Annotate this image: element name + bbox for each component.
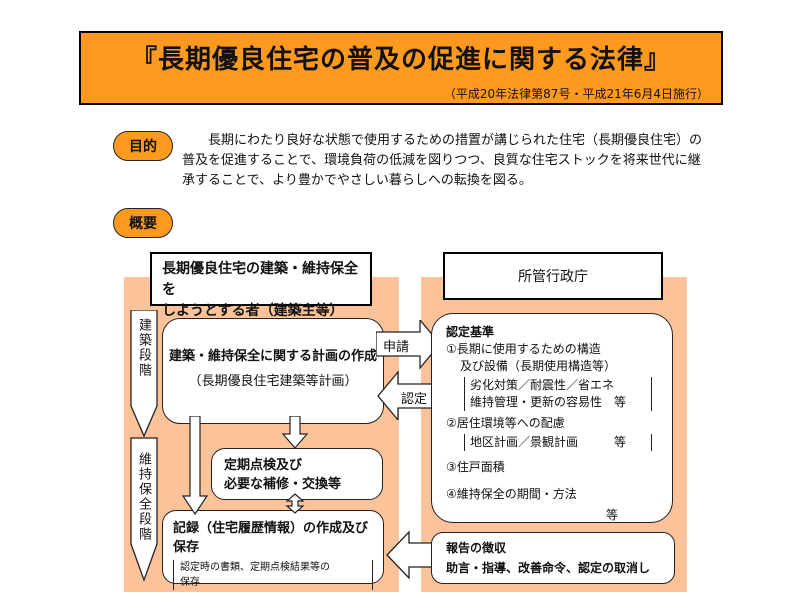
report-arrow-svg: [386, 530, 436, 580]
report-title: 報告の徴収: [446, 541, 507, 555]
record-note-line1: 認定時の書類、定期点検結果等の: [180, 562, 330, 573]
purpose-label: 目的: [113, 131, 173, 161]
criteria-1-note2: 維持管理・更新の容易性 等: [470, 395, 627, 409]
criteria-2-line: ②居住環境等への配慮: [446, 416, 565, 430]
criteria-1-note: 劣化対策／耐震性／省エネ 維持管理・更新の容易性 等: [464, 377, 652, 411]
record-note: 認定時の書類、定期点検結果等の 保存: [173, 560, 373, 590]
report-items: 助言・指導、改善命令、認定の取消し: [446, 561, 651, 575]
exchange-arrows: [376, 320, 441, 420]
purpose-text: 長期にわたり良好な状態で使用するための措置が講じられた住宅（長期優良住宅）の普及…: [182, 133, 703, 188]
authority-header: 所管行政庁: [443, 252, 663, 300]
report-box: 報告の徴収 助言・指導、改善命令、認定の取消し: [431, 532, 675, 584]
apply-label: 申請: [383, 340, 410, 355]
plan-title: 建築・維持保全に関する計画の作成: [168, 349, 377, 364]
plan-to-record-arrow: [181, 416, 209, 516]
builder-flow-arrows: [181, 416, 309, 516]
criteria-1-note1: 劣化対策／耐震性／省エネ: [470, 378, 615, 392]
inspection-box: 定期点検及び 必要な補修・交換等: [211, 448, 383, 500]
criteria-box: 認定基準 ①長期に使用するための構造 及び設備（長期使用構造等） 劣化対策／耐震…: [431, 313, 673, 523]
overview-label: 概要: [113, 208, 173, 238]
maintenance-stage-arrow: [130, 437, 158, 582]
criteria-2-note: 地区計画／景観計画 等: [464, 434, 652, 451]
criteria-1-line1: ①長期に使用するための構造: [446, 342, 601, 356]
record-note-line2: 保存: [180, 577, 200, 588]
record-box: 記録（住宅履歴情報）の作成及び保存 認定時の書類、定期点検結果等の 保存: [162, 510, 384, 590]
apply-arrow: [376, 320, 441, 370]
certify-label: 認定: [401, 392, 428, 407]
plan-to-inspection-arrow: [281, 416, 309, 449]
criteria-1-line2: 及び設備（長期使用構造等）: [460, 359, 617, 373]
report-arrow: [386, 530, 436, 580]
maintenance-stage-label: 維持保全段階: [136, 452, 151, 542]
plan-box: 建築・維持保全に関する計画の作成 （長期優良住宅建築等計画）: [162, 318, 384, 424]
builder-header-line1: 長期優良住宅の建築・維持保全を: [162, 261, 358, 298]
page-title: 『長期優良住宅の普及の促進に関する法律』: [130, 45, 671, 75]
plan-subtitle: （長期優良住宅建築等計画）: [188, 374, 358, 389]
inspection-line2: 必要な補修・交換等: [224, 477, 342, 492]
record-title: 記録（住宅履歴情報）の作成及び保存: [173, 521, 369, 555]
title-banner: 『長期優良住宅の普及の促進に関する法律』 （平成20年法律第87号・平成21年6…: [79, 31, 723, 105]
inspection-record-arrow: [285, 493, 305, 514]
criteria-4-line: ④維持保全の期間・方法: [446, 487, 577, 501]
inspection-line1: 定期点検及び: [224, 458, 303, 473]
builder-header: 長期優良住宅の建築・維持保全を しようとする者（建築主等）: [150, 252, 372, 319]
criteria-3-line: ③住戸面積: [446, 460, 505, 474]
stage-arrow-svg: [130, 310, 158, 582]
criteria-etc: 等: [605, 508, 618, 522]
builder-header-line2: しようとする者（建築主等）: [162, 303, 344, 319]
criteria-title: 認定基準: [446, 325, 495, 339]
construction-stage-arrow: [130, 310, 158, 438]
page-subtitle: （平成20年法律第87号・平成21年6月4日施行）: [443, 87, 709, 101]
construction-stage-label: 建築段階: [136, 318, 151, 378]
